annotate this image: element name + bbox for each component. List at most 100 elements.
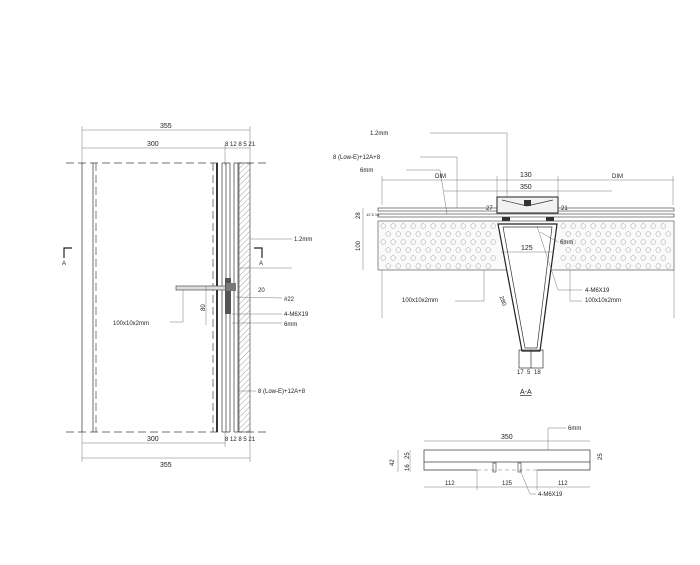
dim-355-bottom: 355 — [160, 462, 172, 469]
insulation-circle — [485, 247, 491, 253]
insulation-circle — [430, 255, 436, 261]
dim-300-bottom: 300 — [147, 436, 159, 443]
insulation-circle — [560, 255, 566, 261]
dim-100: 100 — [356, 240, 362, 251]
bolt-icon — [517, 462, 522, 473]
plate-top — [423, 449, 591, 463]
insulation-circle — [455, 247, 461, 253]
insulation-circle — [645, 247, 651, 253]
plate-dim-125: 125 — [502, 481, 513, 487]
plate-dim-350: 350 — [501, 434, 513, 441]
label-rod: #22 — [284, 297, 295, 303]
section-marker-left-label: A — [62, 261, 66, 267]
insulation-circle — [580, 223, 586, 229]
dim-280: 280 — [498, 295, 507, 307]
insulation-circle — [615, 247, 621, 253]
insulation-circle — [585, 263, 591, 269]
insulation-circle — [420, 239, 426, 245]
insulation-circle — [405, 263, 411, 269]
insulation-circle — [595, 231, 601, 237]
dim-dim-left: DIM — [435, 174, 446, 180]
insulation-circle — [435, 263, 441, 269]
insulation-circle — [570, 239, 576, 245]
glass-inner — [377, 213, 675, 218]
insulation-circle — [440, 255, 446, 261]
insulation-circle — [575, 247, 581, 253]
insulation-circle — [625, 247, 631, 253]
plate-dim-16: 16 — [405, 464, 411, 471]
dim-125: 125 — [521, 245, 533, 252]
insulation-circle — [420, 255, 426, 261]
insulation-circle — [480, 255, 486, 261]
insulation-circle — [450, 255, 456, 261]
plate-dim-42: 42 — [390, 459, 396, 466]
plate-detail: 350 112 125 112 42 25 16 25 6mm 4-M6X19 — [390, 426, 604, 498]
label-tube: 100x10x2mm — [113, 321, 149, 327]
insulation-circle — [635, 247, 641, 253]
insulation-circle — [490, 255, 496, 261]
insulation-circle — [665, 231, 671, 237]
insulation-circle — [655, 247, 661, 253]
label-glass: 8 (Low-E)+12A+8 — [258, 389, 306, 395]
insulation-circle — [390, 239, 396, 245]
dim-sub: 12 5 16 — [366, 212, 380, 217]
section-marker-right — [254, 247, 263, 258]
section-label-glass: 8 (Low-E)+12A+8 — [333, 155, 381, 161]
dim-20: 20 — [258, 288, 265, 294]
insulation-circle — [580, 255, 586, 261]
section-a-a: DIM 130 DIM 350 125 280 17 5 18 A-A 28 1… — [333, 131, 675, 396]
insulation-circle — [480, 223, 486, 229]
plate-dim-25-right: 25 — [598, 453, 604, 460]
bolt-icon — [492, 462, 497, 473]
insulation-circle — [460, 223, 466, 229]
insulation-circle — [650, 223, 656, 229]
dim-300-top: 300 — [147, 141, 159, 148]
insulation-circle — [620, 239, 626, 245]
insulation-circle — [435, 231, 441, 237]
section-marker-left — [63, 247, 72, 258]
insulation-circle — [445, 247, 451, 253]
insulation-circle — [490, 239, 496, 245]
insulation-circle — [590, 223, 596, 229]
insulation-circle — [490, 223, 496, 229]
insulation-circle — [475, 231, 481, 237]
insulation-circle — [610, 223, 616, 229]
insulation-circle — [605, 263, 611, 269]
insulation-circle — [575, 231, 581, 237]
insulation-circle — [410, 239, 416, 245]
insulation-circle — [565, 247, 571, 253]
insulation-circle — [595, 247, 601, 253]
section-title: A-A — [520, 389, 532, 396]
section-label-plate: 6mm — [360, 168, 373, 174]
dim-28: 28 — [356, 212, 362, 219]
plate-dim-112-right: 112 — [558, 481, 568, 487]
insulation-circle — [440, 239, 446, 245]
label-plate: 6mm — [284, 322, 297, 328]
insulation-circle — [430, 239, 436, 245]
insulation-circle — [395, 263, 401, 269]
insulation-circle — [665, 247, 671, 253]
insulation-circle — [630, 255, 636, 261]
insulation-circle — [620, 255, 626, 261]
section-label-tube-left: 100x10x2mm — [402, 298, 438, 304]
insulation-circle — [470, 255, 476, 261]
section-label-plate2: 6mm — [560, 240, 573, 246]
insulation-circle — [600, 223, 606, 229]
insulation-circle — [445, 231, 451, 237]
elevation-view: 355 300 8 12 8 5 21 A A 1.2mm #22 4-M6X1… — [62, 123, 312, 469]
hatched-wall — [238, 162, 251, 433]
dim-layers-bottom: 8 12 8 5 21 — [225, 437, 256, 443]
insulation-circle — [450, 223, 456, 229]
fixing-plate — [225, 278, 231, 314]
dim-dim-right: DIM — [612, 174, 623, 180]
insulation-circle — [465, 263, 471, 269]
dim-layers-top: 8 12 8 5 21 — [225, 142, 256, 148]
insulation-circle — [660, 223, 666, 229]
insulation-circle — [645, 231, 651, 237]
insulation-circle — [390, 255, 396, 261]
insulation-circle — [405, 231, 411, 237]
insulation-circle — [585, 231, 591, 237]
insulation-circle — [455, 231, 461, 237]
insulation-circle — [380, 223, 386, 229]
